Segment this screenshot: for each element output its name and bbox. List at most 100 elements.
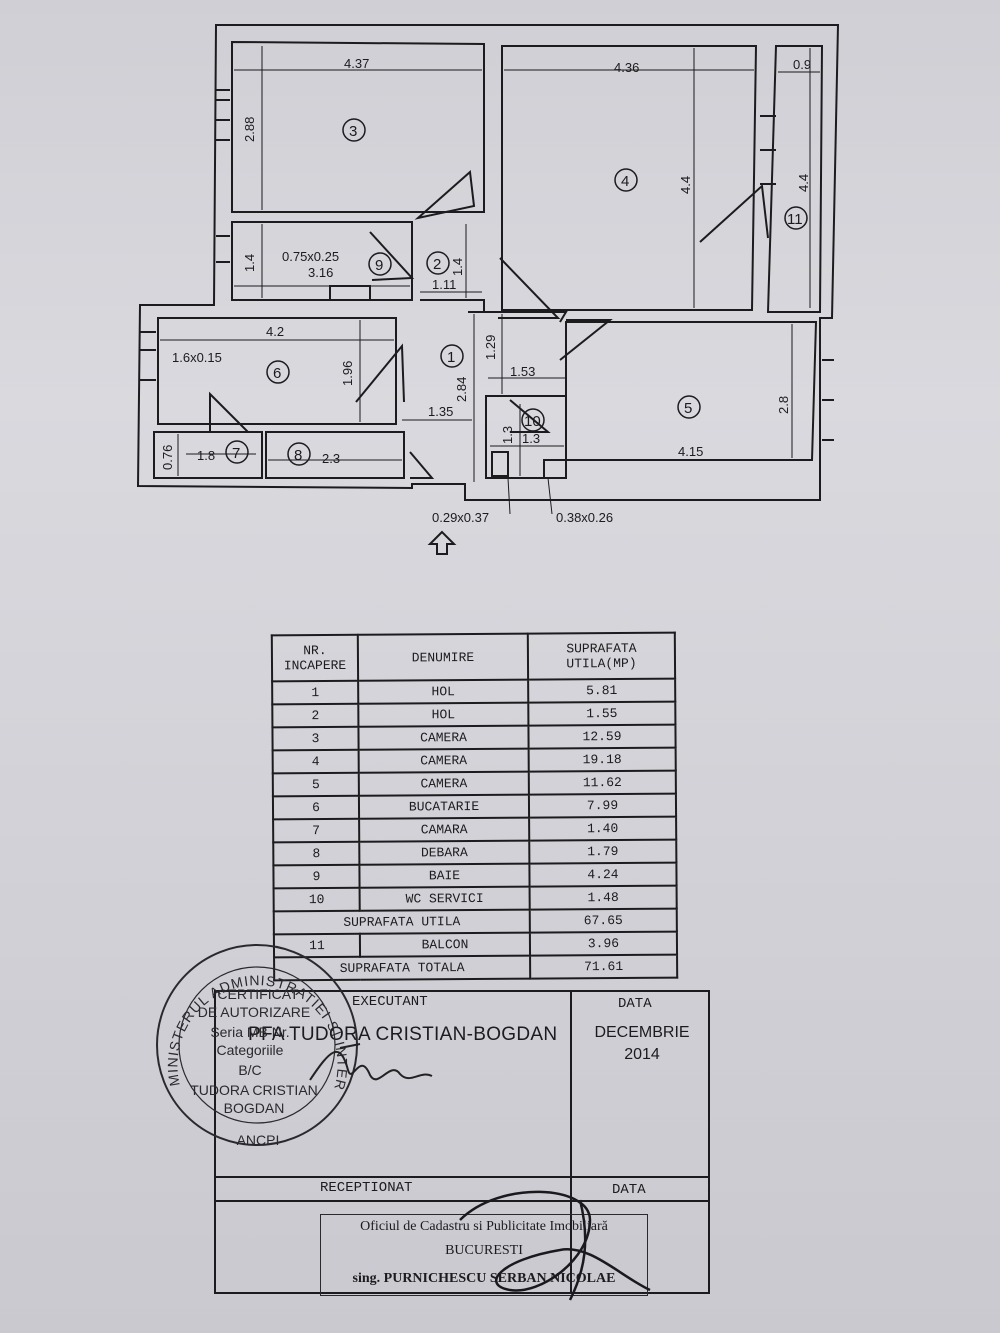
door-swing — [699, 183, 769, 243]
cell-area: 11.62 — [528, 770, 676, 795]
office-line: Oficiul de Cadastru si Publicitate Imobi… — [360, 1219, 608, 1234]
dim-label: 1.29 — [483, 335, 498, 360]
cell-area: 4.24 — [529, 862, 677, 887]
room5-outline — [565, 321, 818, 461]
executant-name: PFA TUDORA CRISTIAN-BOGDAN — [248, 1024, 558, 1045]
cell-name: CAMARA — [359, 817, 530, 842]
divider — [570, 992, 572, 1292]
cell-name: BALCON — [359, 932, 531, 957]
cell-area: 19.18 — [528, 747, 676, 772]
dim-label: 1.6x0.15 — [172, 350, 222, 365]
cell-area: 1.55 — [528, 701, 676, 726]
shaft — [543, 459, 567, 479]
door-swing — [414, 169, 476, 220]
dim-label: 2.88 — [242, 117, 257, 142]
door-swing — [498, 257, 561, 319]
cell-name: CAMERA — [358, 771, 529, 796]
inner-outline — [231, 40, 485, 213]
header-nr: NR. INCAPERE — [271, 634, 359, 682]
cell-name: BAIE — [359, 863, 530, 888]
seal-text: BOGDAN — [224, 1100, 285, 1116]
dim-label: 1.53 — [510, 364, 535, 379]
dim-label: 1.8 — [197, 448, 215, 463]
room-number: 9 — [375, 257, 383, 274]
hall-wall — [468, 311, 568, 323]
date-year: 2014 — [624, 1046, 660, 1063]
room8-outline — [265, 431, 405, 479]
area-table: NR. INCAPERE DENUMIRE SUPRAFATA UTILA(MP… — [271, 632, 678, 982]
room9-outline — [231, 221, 413, 301]
receptionat-label: RECEPTIONAT — [320, 1180, 413, 1196]
seal-text: CERTIFICAT — [217, 986, 299, 1002]
cell-nr: 3 — [272, 726, 359, 751]
cell-area: 12.59 — [528, 724, 676, 749]
dim-label: 1.96 — [340, 361, 355, 386]
room-number: 7 — [232, 445, 240, 462]
seal-text: B/C — [238, 1062, 261, 1078]
dim-label: 0.38x0.26 — [556, 510, 613, 525]
cell-nr: 6 — [272, 795, 360, 820]
authorization-seal: MINISTERUL ADMINISTRATIEI SI INTERNELOR … — [150, 935, 358, 1148]
seal-text: Categoriile — [217, 1042, 284, 1058]
dim-label: 2.8 — [776, 396, 791, 414]
header-suprafata-line2: UTILA(MP) — [566, 655, 637, 672]
window — [216, 89, 230, 141]
dim-label: 1.4 — [242, 254, 257, 272]
executant-label: EXECUTANT — [352, 994, 428, 1010]
window — [140, 331, 156, 381]
cell-area: 1.40 — [529, 816, 677, 841]
floor-plan: 4.37 2.88 4.36 4.4 0.9 4.4 1.4 0.75x0.25… — [136, 24, 840, 555]
cell-area: 1.48 — [529, 885, 677, 910]
date-month: DECEMBRIE — [594, 1024, 690, 1041]
window — [822, 359, 834, 441]
room-number: 1 — [447, 349, 455, 366]
signature — [459, 1190, 651, 1301]
room11-outline — [766, 45, 824, 313]
total-value: 71.61 — [530, 954, 678, 979]
window — [760, 115, 776, 185]
cell-nr: 10 — [273, 887, 360, 912]
dim-label: 4.36 — [614, 60, 639, 75]
cell-nr: 5 — [272, 772, 359, 797]
dim-label: 2.3 — [322, 451, 340, 466]
cell-area: 1.79 — [529, 839, 677, 864]
dim-label: 1.11 — [432, 277, 456, 292]
seal-text: DE AUTORIZARE — [198, 1004, 311, 1020]
executant-block: EXECUTANT PFA TUDORA CRISTIAN-BOGDAN DAT… — [214, 990, 710, 1296]
door-swing — [509, 399, 551, 433]
util-label: SUPRAFATA UTILA — [273, 909, 530, 935]
header-denumire: DENUMIRE — [357, 633, 529, 681]
room-number: 5 — [684, 400, 692, 417]
cell-nr: 9 — [273, 864, 360, 889]
cell-nr: 1 — [272, 680, 359, 705]
room-number: 11 — [787, 211, 803, 228]
date-label: DATA — [618, 996, 652, 1012]
dim-label: 4.37 — [344, 56, 369, 71]
outer-wall — [136, 24, 840, 501]
room-number: 4 — [621, 173, 629, 190]
office-line: BUCURESTI — [445, 1243, 523, 1258]
dim-label: 1.4 — [450, 258, 465, 276]
header-suprafata: SUPRAFATA UTILA(MP) — [527, 632, 676, 680]
date2-label: DATA — [612, 1182, 646, 1198]
cell-name: DEBARA — [359, 840, 530, 865]
dim-label: 0.75x0.25 — [282, 249, 339, 264]
cell-area: 7.99 — [528, 793, 677, 818]
table-header: NR. INCAPERE DENUMIRE SUPRAFATA UTILA(MP… — [271, 632, 676, 682]
cell-area: 3.96 — [529, 931, 678, 956]
signature — [309, 1043, 433, 1081]
dim-label: 0.9 — [793, 57, 811, 72]
divider — [216, 1200, 708, 1202]
util-value: 67.65 — [529, 908, 677, 933]
cell-nr: 8 — [273, 841, 360, 866]
cell-nr: 7 — [273, 818, 360, 843]
cell-name: CAMERA — [358, 725, 529, 750]
seal-text: TUDORA CRISTIAN — [190, 1082, 318, 1098]
cell-nr: 2 — [272, 703, 359, 728]
